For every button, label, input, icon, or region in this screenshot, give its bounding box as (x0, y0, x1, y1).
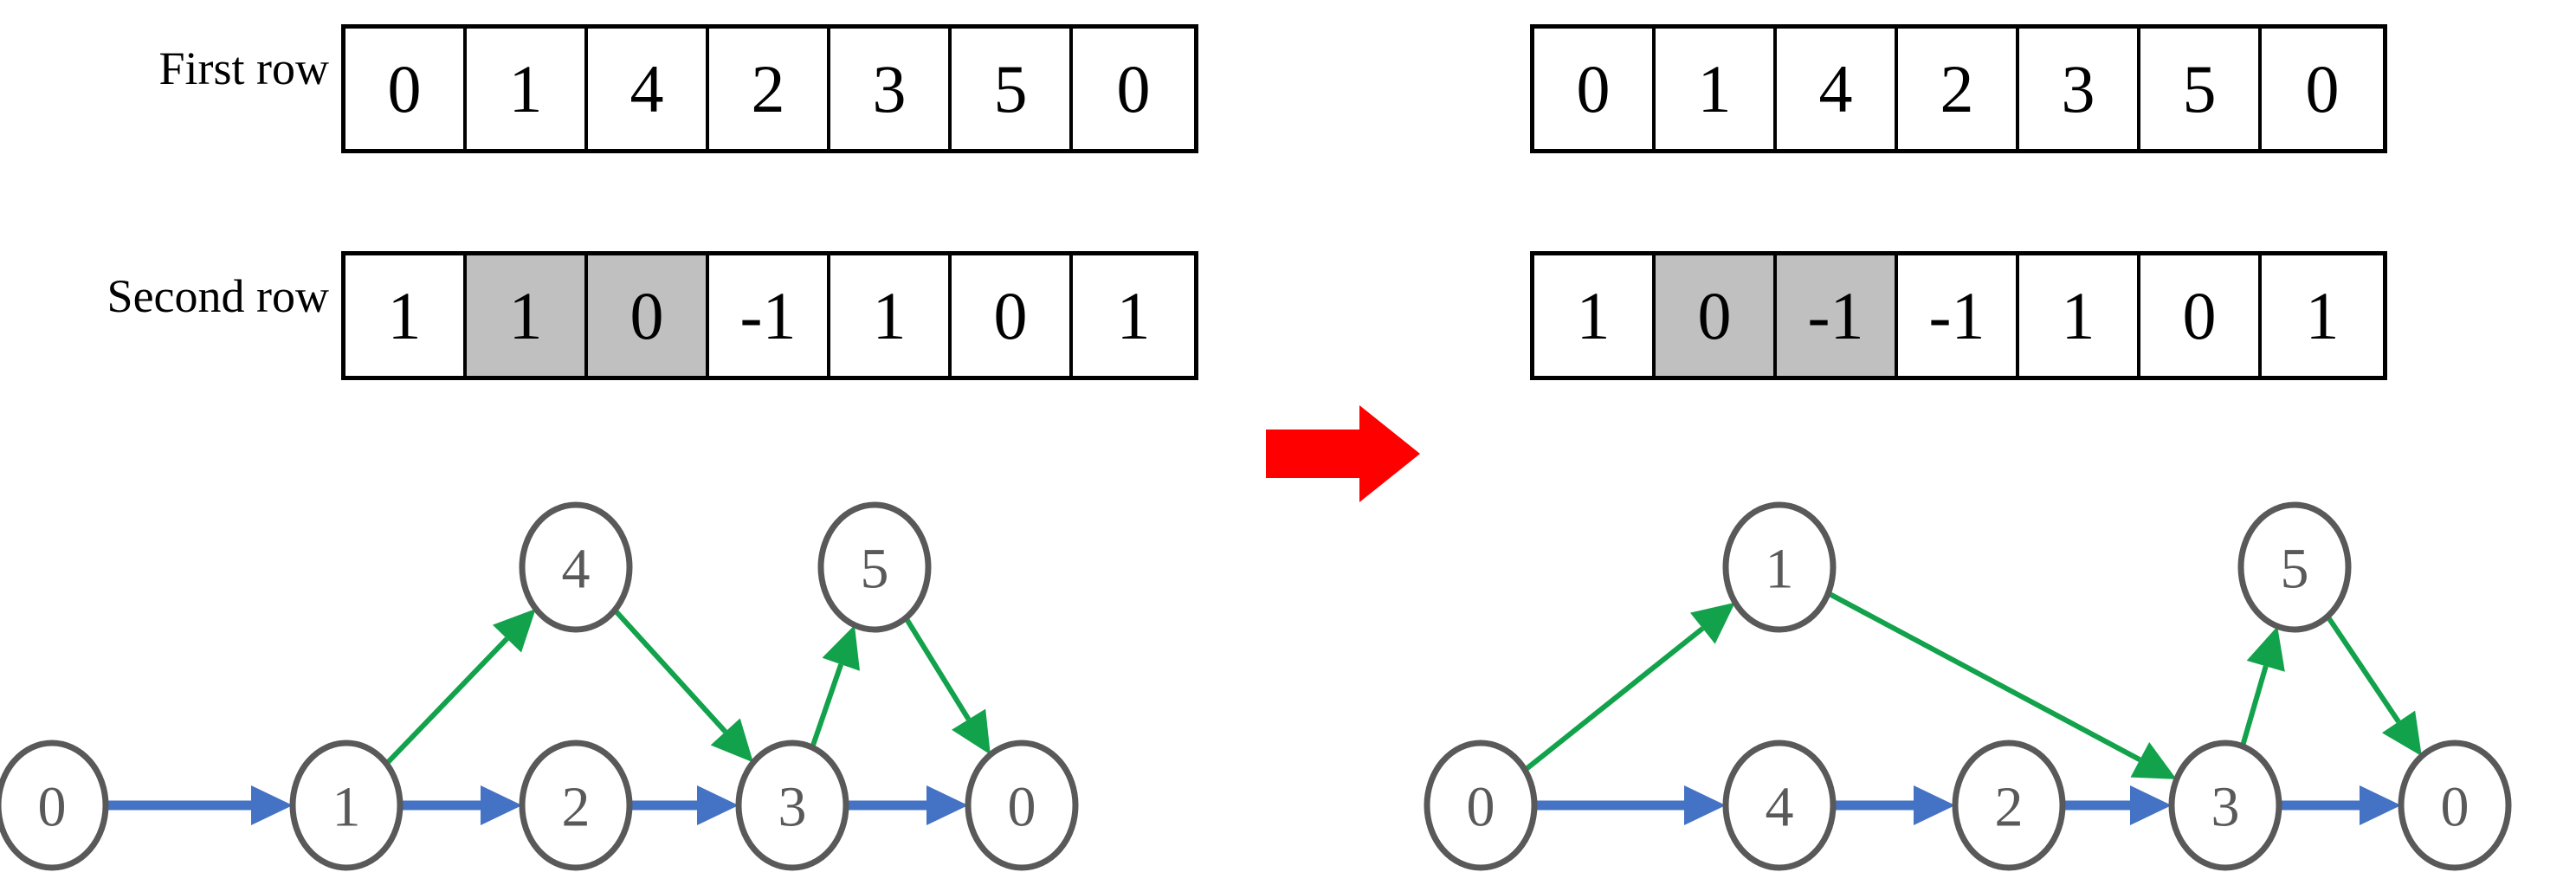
left-blue-edge-0 (106, 785, 293, 825)
right-first-row-cell-4: 3 (2019, 29, 2140, 149)
right-second-row-cell-1: 0 (1656, 255, 1777, 376)
left-top-node-1-label: 5 (861, 538, 889, 601)
right-green-edge-2 (2239, 626, 2285, 747)
right-green-edge-0 (1523, 602, 1735, 772)
left-bottom-node-4-label: 0 (1008, 776, 1036, 839)
right-first-row-cell-1: 1 (1656, 29, 1777, 149)
left-bottom-node-4: 0 (965, 740, 1079, 871)
left-bottom-node-0: 0 (0, 740, 109, 871)
right-bottom-node-3: 3 (2168, 740, 2282, 871)
left-first-row-cell-2: 4 (588, 29, 709, 149)
right-top-node-0-label: 1 (1766, 538, 1794, 601)
right-second-row-cell-3: -1 (1898, 255, 2019, 376)
left-bottom-node-1: 1 (289, 740, 404, 871)
left-first-row-cell-5: 5 (952, 29, 1073, 149)
left-second-row-cell-5: 0 (952, 255, 1073, 376)
right-first-row-cell-5: 5 (2140, 29, 2262, 149)
left-first-row-cell-0: 0 (345, 29, 467, 149)
left-bottom-node-0-label: 0 (38, 776, 67, 839)
left-first-row-cell-1: 1 (467, 29, 588, 149)
right-first-row-cell-6: 0 (2262, 29, 2383, 149)
left-second-row-cell-1: 1 (467, 255, 588, 376)
right-blue-edge-1 (1833, 785, 1955, 825)
left-bottom-node-3-label: 3 (778, 776, 807, 839)
right-second-row-cell-2: -1 (1777, 255, 1898, 376)
right-top-node-0: 1 (1722, 501, 1837, 633)
left-first-row-cell-3: 2 (709, 29, 830, 149)
right-bottom-node-1-label: 4 (1766, 776, 1794, 839)
right-top-node-1: 5 (2237, 501, 2352, 633)
right-green-edge-3 (2325, 615, 2422, 757)
left-top-node-0: 4 (519, 501, 633, 633)
right-second-row-cell-6: 1 (2262, 255, 2383, 376)
right-bottom-node-3-label: 3 (2211, 776, 2240, 839)
right-second-row-cell-5: 0 (2140, 255, 2262, 376)
left-graph: 0 1 2 3 0 4 5 (0, 494, 1126, 885)
right-second-row-cell-0: 1 (1534, 255, 1656, 376)
left-green-edge-1 (612, 608, 753, 763)
second-row-label: Second row (107, 270, 329, 322)
left-top-node-1: 5 (817, 501, 932, 633)
right-bottom-node-4-label: 0 (2441, 776, 2469, 839)
right-top-node-1-label: 5 (2281, 538, 2309, 601)
left-bottom-node-2-label: 2 (562, 776, 591, 839)
left-bottom-node-3: 3 (735, 740, 849, 871)
right-blue-edge-2 (2063, 785, 2172, 825)
left-second-row-cell-2: 0 (588, 255, 709, 376)
left-blue-edge-3 (846, 785, 968, 825)
first-row-label: First row (158, 42, 329, 94)
left-bottom-node-1-label: 1 (332, 776, 361, 839)
right-blue-edge-0 (1534, 785, 1726, 825)
right-second-row-cell-4: 1 (2019, 255, 2140, 376)
left-second-row-cell-0: 1 (345, 255, 467, 376)
right-bottom-node-4: 0 (2398, 740, 2512, 871)
left-second-row-cell-4: 1 (830, 255, 952, 376)
right-bottom-node-2: 2 (1952, 740, 2066, 871)
left-green-edge-2 (810, 624, 860, 749)
right-graph: 0 4 2 3 0 1 5 (1420, 494, 2563, 885)
right-first-row-cell-3: 2 (1898, 29, 2019, 149)
left-top-node-0-label: 4 (562, 538, 591, 601)
left-bottom-node-2: 2 (519, 740, 633, 871)
right-first-row-cell-0: 0 (1534, 29, 1656, 149)
right-bottom-node-0: 0 (1424, 740, 1538, 871)
right-bottom-node-0-label: 0 (1467, 776, 1495, 839)
transition-red-arrow-icon (1266, 402, 1422, 510)
left-second-row-cell-6: 1 (1073, 255, 1194, 376)
left-blue-edge-2 (629, 785, 739, 825)
right-green-edge-1 (1826, 591, 2177, 779)
right-bottom-node-2-label: 2 (1995, 776, 2024, 839)
right-bottom-node-1: 4 (1722, 740, 1837, 871)
left-green-edge-0 (384, 608, 536, 766)
left-first-row-cell-6: 0 (1073, 29, 1194, 149)
right-blue-edge-3 (2279, 785, 2401, 825)
right-first-row-cell-2: 4 (1777, 29, 1898, 149)
left-blue-edge-1 (400, 785, 522, 825)
left-first-row-cell-4: 3 (830, 29, 952, 149)
left-second-row-cell-3: -1 (709, 255, 830, 376)
left-green-edge-3 (903, 616, 991, 755)
